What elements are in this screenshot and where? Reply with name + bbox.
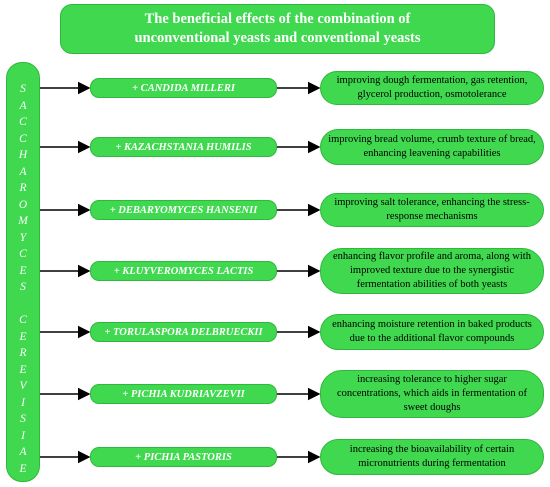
vertical-letter: C bbox=[19, 314, 27, 327]
title-line-2: unconventional yeasts and conventional y… bbox=[134, 30, 421, 46]
yeast-box: + PICHIA KUDRIAVZEVII bbox=[90, 384, 277, 404]
vertical-letter: O bbox=[18, 198, 28, 211]
yeast-box: + CANDIDA MILLERI bbox=[90, 78, 277, 98]
yeast-box: + KAZACHSTANIA HUMILIS bbox=[90, 137, 277, 157]
vertical-letter: S bbox=[20, 83, 26, 95]
vertical-letter: H bbox=[18, 149, 28, 162]
diagram-title: The beneficial effects of the combinatio… bbox=[60, 4, 495, 54]
vertical-letter: S bbox=[20, 413, 26, 426]
yeast-box: + DEBARYOMYCES HANSENII bbox=[90, 200, 277, 220]
effect-box: enhancing flavor profile and aroma, alon… bbox=[320, 248, 544, 294]
vertical-letter: A bbox=[19, 99, 27, 112]
vertical-letter: C bbox=[19, 132, 27, 145]
yeast-box: + PICHIA PASTORIS bbox=[90, 447, 277, 467]
yeast-box: + KLUYVEROMYCES LACTIS bbox=[90, 261, 277, 281]
vertical-letter: M bbox=[18, 215, 28, 228]
vertical-letter: R bbox=[19, 347, 27, 360]
effect-box: improving bread volume, crumb texture of… bbox=[320, 129, 544, 165]
vertical-letter: V bbox=[19, 380, 27, 393]
effect-box: increasing tolerance to higher sugar con… bbox=[320, 370, 544, 418]
effect-box: improving salt tolerance, enhancing the … bbox=[320, 193, 544, 227]
yeast-box: + TORULASPORA DELBRUECKII bbox=[90, 322, 277, 342]
vertical-letter: C bbox=[19, 248, 27, 261]
title-line-1: The beneficial effects of the combinatio… bbox=[144, 11, 411, 27]
vertical-letter: E bbox=[19, 462, 27, 475]
vertical-letter: I bbox=[21, 429, 25, 442]
vertical-letter: Y bbox=[19, 231, 27, 244]
vertical-letter: A bbox=[19, 446, 27, 459]
vertical-letter: E bbox=[19, 363, 27, 376]
vertical-letter: E bbox=[19, 264, 27, 277]
vertical-letter: A bbox=[19, 165, 27, 178]
vertical-letter: S bbox=[20, 281, 26, 294]
vertical-letter: E bbox=[19, 330, 27, 343]
vertical-letter: R bbox=[19, 182, 27, 195]
effect-box: improving dough fermentation, gas retent… bbox=[320, 71, 544, 105]
effect-box: increasing the bioavailability of certai… bbox=[320, 439, 544, 475]
vertical-letter: C bbox=[19, 116, 27, 129]
vertical-letter: I bbox=[21, 396, 25, 409]
effect-box: enhancing moisture retention in baked pr… bbox=[320, 314, 544, 350]
